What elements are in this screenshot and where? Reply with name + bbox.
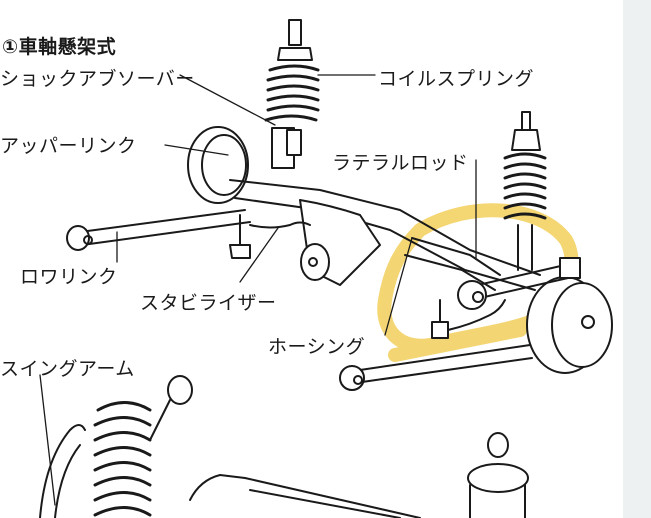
suspension-diagram: ①車軸懸架式 ショックアブソーバー コイルスプリング アッパーリンク ラテラルロ…: [0, 19, 613, 518]
lower-link-left: [66, 209, 251, 251]
label-swing-arm: スイングアーム: [0, 358, 135, 380]
stabilizer-bar: [229, 214, 311, 259]
label-coil-spring: コイルスプリング: [378, 68, 535, 90]
label-lower-link: ロワリンク: [20, 266, 118, 288]
upper-link-right: [457, 257, 581, 310]
label-upper-link: アッパーリンク: [0, 135, 137, 157]
drum-right: [526, 276, 613, 374]
lower-link-right: [339, 344, 533, 391]
label-stabilizer: スタビライザー: [140, 292, 277, 314]
label-lateral-rod: ラテラルロッド: [332, 152, 469, 174]
shock-and-spring-right: [503, 111, 547, 271]
diagram-title: ①車軸懸架式: [2, 36, 117, 58]
leader-lines: [39, 74, 477, 506]
side-panel: [623, 0, 651, 518]
yellow-highlight: [377, 203, 579, 362]
axle-housing: [229, 179, 541, 291]
drum-left: [187, 126, 249, 204]
label-shock-absorber: ショックアブソーバー: [0, 68, 195, 90]
shock-and-spring-left: [264, 19, 320, 169]
label-housing: ホーシング: [268, 336, 366, 358]
bottom-suspension: [39, 375, 529, 518]
stabilizer-right: [431, 299, 506, 339]
suspension-illustration: [39, 19, 613, 518]
